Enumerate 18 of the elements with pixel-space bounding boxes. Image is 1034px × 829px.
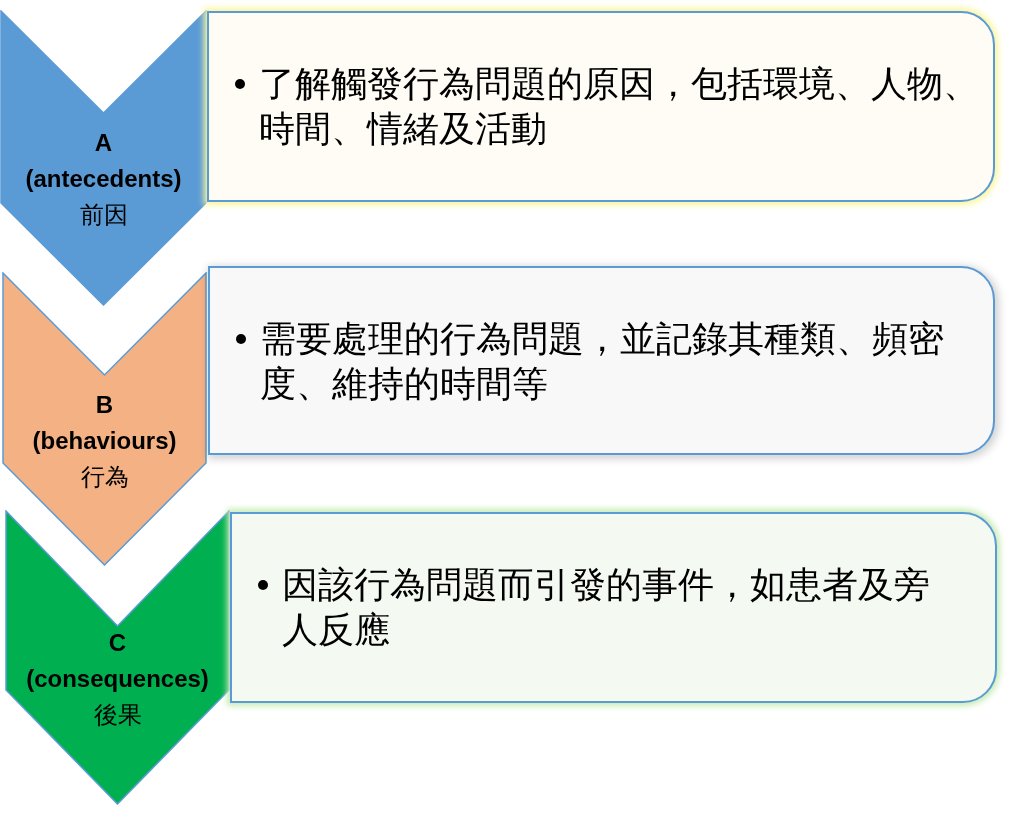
rounded-box xyxy=(208,266,995,455)
step-label: 行為 xyxy=(80,462,129,493)
bullet-text: 需要處理的行為問題，並記錄其種類、頻密度、維持的時間等 xyxy=(260,317,945,406)
chevron-shape xyxy=(0,10,207,306)
step-label: (antecedents) xyxy=(25,164,182,194)
rounded-box xyxy=(207,11,995,202)
step-label: 後果 xyxy=(93,700,142,731)
bullet-text: 了解觸發行為問題的原因，包括環境、人物、時間、情緒及活動 xyxy=(259,62,980,151)
chevron-shape xyxy=(2,272,207,566)
step-label: (behaviours) xyxy=(32,426,177,456)
bullet-text: 因該行為問題而引發的事件，如患者及旁人反應 xyxy=(282,563,931,652)
chevron-shape xyxy=(5,510,230,805)
step-label: (consequences) xyxy=(26,664,209,694)
step-label: 前因 xyxy=(79,200,128,231)
rounded-box xyxy=(230,512,997,703)
step-letter: A xyxy=(94,128,113,158)
step-letter: B xyxy=(95,390,114,420)
step-letter: C xyxy=(108,628,127,658)
